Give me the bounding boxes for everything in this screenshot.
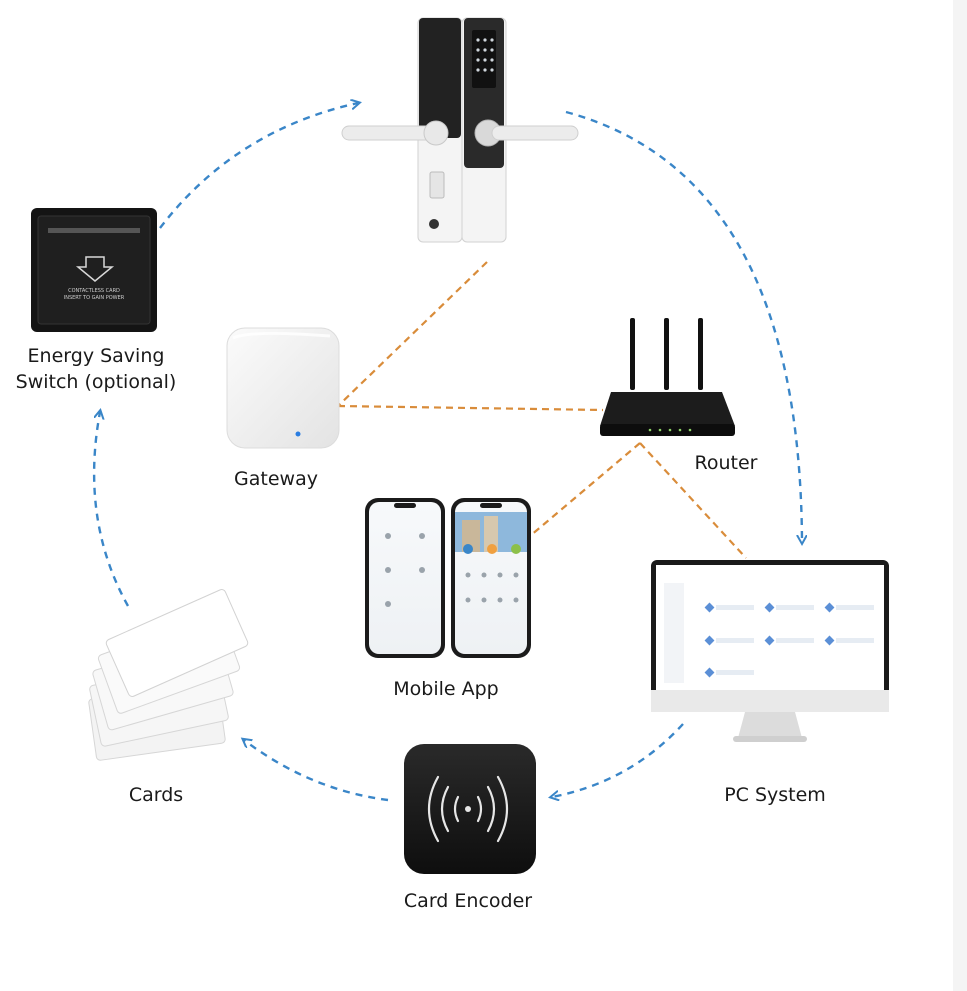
rfid-cards-icon: [88, 589, 249, 761]
arrow-encoder-to-cards: [244, 740, 389, 802]
cards-label: Cards: [128, 784, 184, 806]
network-links: [337, 261, 747, 559]
smartphones-icon: [365, 498, 531, 658]
switch-plate-text-1: CONTACTLESS CARD: [68, 288, 120, 294]
energy-switch-label: Energy Saving Switch (optional): [8, 343, 184, 395]
arrow-pc-to-encoder: [552, 723, 684, 797]
pc-monitor-icon: [651, 560, 889, 742]
arrow-cards-to-switch: [92, 412, 130, 607]
mobile-app-label: Mobile App: [393, 678, 499, 700]
cycle-arrows: [92, 103, 802, 802]
link-lock-gateway: [337, 261, 488, 407]
right-edge-strip: [953, 0, 967, 991]
card-encoder-icon: [404, 744, 536, 874]
energy-switch-label-line1: Energy Saving: [27, 345, 165, 367]
link-gateway-router: [337, 404, 604, 412]
router-label: Router: [694, 452, 758, 474]
link-router-pc: [639, 442, 747, 559]
gateway-icon: [226, 327, 340, 449]
pc-system-label: PC System: [724, 784, 826, 806]
card-encoder-label: Card Encoder: [403, 890, 533, 912]
link-router-phone: [529, 442, 641, 537]
door-lock-icon: [341, 17, 579, 243]
energy-switch-icon: CONTACTLESS CARD INSERT TO GAIN POWER: [31, 208, 157, 332]
gateway-label: Gateway: [234, 468, 318, 490]
switch-plate-text-2: INSERT TO GAIN POWER: [64, 295, 125, 301]
router-icon: [600, 318, 735, 436]
energy-switch-label-line2: Switch (optional): [15, 371, 177, 393]
arrow-lock-to-pc: [565, 110, 802, 542]
arrow-switch-to-lock: [159, 103, 358, 229]
